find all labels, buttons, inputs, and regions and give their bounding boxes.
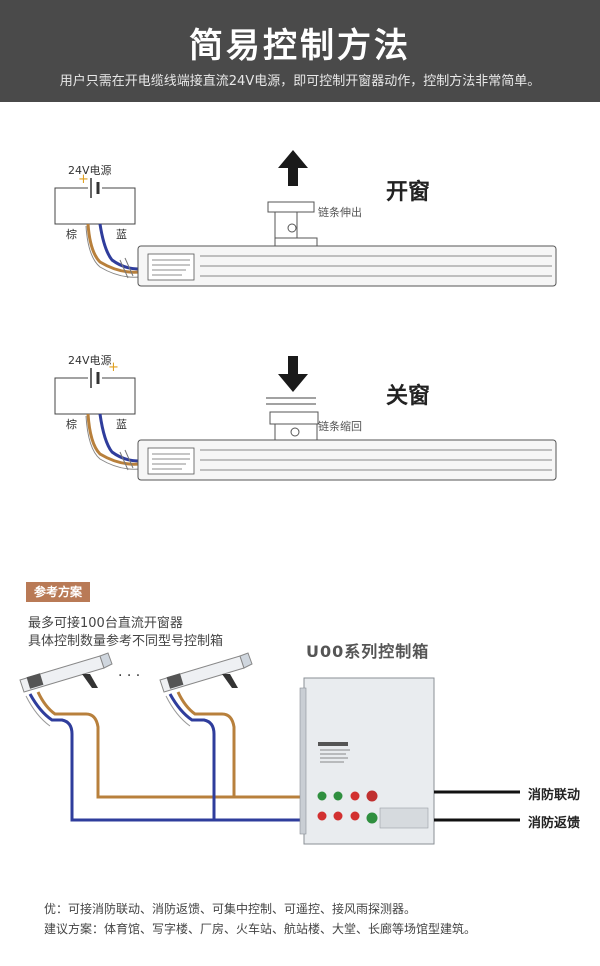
- close-actuator: [137, 397, 557, 481]
- open-power-label: 24V电源: [68, 164, 112, 177]
- scheme-line-1: 最多可接100台直流开窗器: [28, 616, 183, 631]
- fire-feedback-label: 消防返馈: [528, 816, 581, 831]
- scheme-actuator-2: [159, 652, 253, 693]
- close-brown-label: 棕: [66, 418, 77, 431]
- open-brown-label: 棕: [66, 228, 77, 241]
- close-chain-label: 链条缩回: [318, 420, 362, 433]
- open-plus-sign: +: [78, 172, 89, 187]
- close-plus-sign: +: [108, 360, 119, 375]
- close-blue-label: 蓝: [116, 418, 127, 431]
- close-power-label: 24V电源: [68, 354, 112, 367]
- fire-link-label: 消防联动: [528, 788, 581, 803]
- diagram-svg: [19, 150, 557, 845]
- diagram-area: 24V电源 + 棕 蓝 链条伸出 开窗 24V电源 + 棕 蓝 链条缩回 关窗 …: [0, 102, 600, 966]
- control-box: [299, 677, 435, 845]
- open-power-circuit: [54, 178, 151, 279]
- open-chain-label: 链条伸出: [318, 206, 362, 219]
- ellipsis: · · ·: [118, 668, 141, 684]
- page-subtitle: 用户只需在开电缆线端接直流24V电源，即可控制开窗器动作，控制方法非常简单。: [59, 74, 541, 89]
- page-title: 简易控制方法: [189, 26, 411, 66]
- scheme-line-2: 具体控制数量参考不同型号控制箱: [28, 634, 224, 649]
- control-box-title: U00系列控制箱: [306, 642, 430, 661]
- close-action-label: 关窗: [386, 384, 431, 409]
- scheme-badge: 参考方案: [26, 582, 91, 602]
- header-banner: 简易控制方法 用户只需在开电缆线端接直流24V电源，即可控制开窗器动作，控制方法…: [0, 0, 600, 102]
- footer-line-1: 优：可接消防联动、消防返馈、可集中控制、可遥控、接风雨探测器。: [44, 902, 417, 916]
- footer-line-2: 建议方案：体育馆、写字楼、厂房、火车站、航站楼、大堂、长廊等场馆型建筑。: [44, 922, 477, 936]
- arrow-up-icon: [278, 150, 308, 186]
- arrow-down-icon: [278, 356, 308, 392]
- open-action-label: 开窗: [386, 180, 431, 205]
- scheme-wiring: [25, 691, 300, 822]
- fire-signal-lines: [434, 790, 520, 822]
- scheme-actuator-1: [19, 652, 113, 693]
- open-actuator: [137, 201, 557, 287]
- open-blue-label: 蓝: [116, 228, 127, 241]
